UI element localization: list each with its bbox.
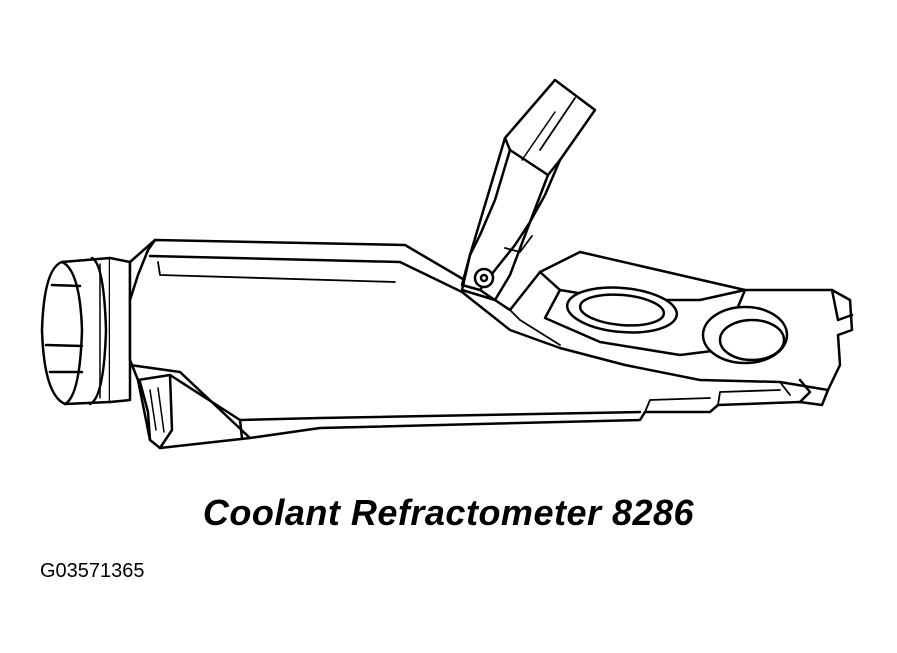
eyepiece xyxy=(40,256,132,406)
refractometer-illustration xyxy=(40,78,854,450)
hinged-cover xyxy=(460,78,597,302)
main-body xyxy=(128,238,854,450)
refractometer-icon xyxy=(40,78,854,450)
figure-caption: Coolant Refractometer 8286 xyxy=(202,492,695,533)
figure-id: G03571365 xyxy=(40,560,145,582)
